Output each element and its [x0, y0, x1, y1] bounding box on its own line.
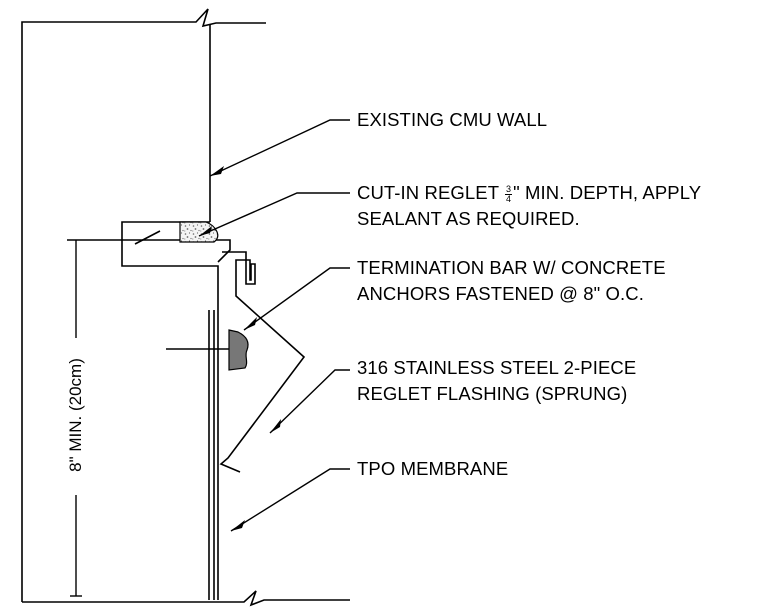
leader-wall [209, 119, 350, 177]
label-tpo-membrane: TPO MEMBRANE [357, 458, 509, 479]
leader-reglet [198, 192, 350, 237]
sealant [179, 221, 219, 243]
arrowhead-flashing [270, 419, 281, 433]
dimension-text: 8" MIN. (20cm) [66, 358, 85, 472]
reglet-fraction-den: 4 [506, 194, 512, 204]
reglet-flashing-receiver [219, 251, 306, 473]
leader-termbar [243, 267, 350, 331]
wall-reglet-opening [121, 221, 219, 600]
arrowhead-reglet [199, 226, 212, 236]
label-termination-bar-line2: ANCHORS FASTENED @ 8" O.C. [357, 283, 644, 304]
label-existing-cmu-wall: EXISTING CMU WALL [357, 109, 548, 130]
termination-bar [228, 329, 249, 371]
leader-membrane [230, 468, 350, 532]
bottom-break-line [22, 590, 350, 607]
label-flashing-line1: 316 STAINLESS STEEL 2-PIECE [357, 357, 637, 378]
label-termination-bar-line1: TERMINATION BAR W/ CONCRETE [357, 257, 666, 278]
arrowhead-wall [210, 166, 224, 176]
label-flashing-line2: REGLET FLASHING (SPRUNG) [357, 383, 628, 404]
arrowhead-membrane [231, 520, 245, 531]
reglet-text-post: " MIN. DEPTH, APPLY [513, 182, 702, 203]
reglet-fraction-num: 3 [505, 184, 513, 195]
reglet-text-pre: CUT-IN REGLET [357, 182, 505, 203]
arrowhead-termbar [244, 317, 257, 330]
cmu-wall-outline [21, 8, 266, 602]
label-cut-in-reglet-line2: SEALANT AS REQUIRED. [357, 208, 580, 229]
leader-flashing [269, 369, 350, 434]
